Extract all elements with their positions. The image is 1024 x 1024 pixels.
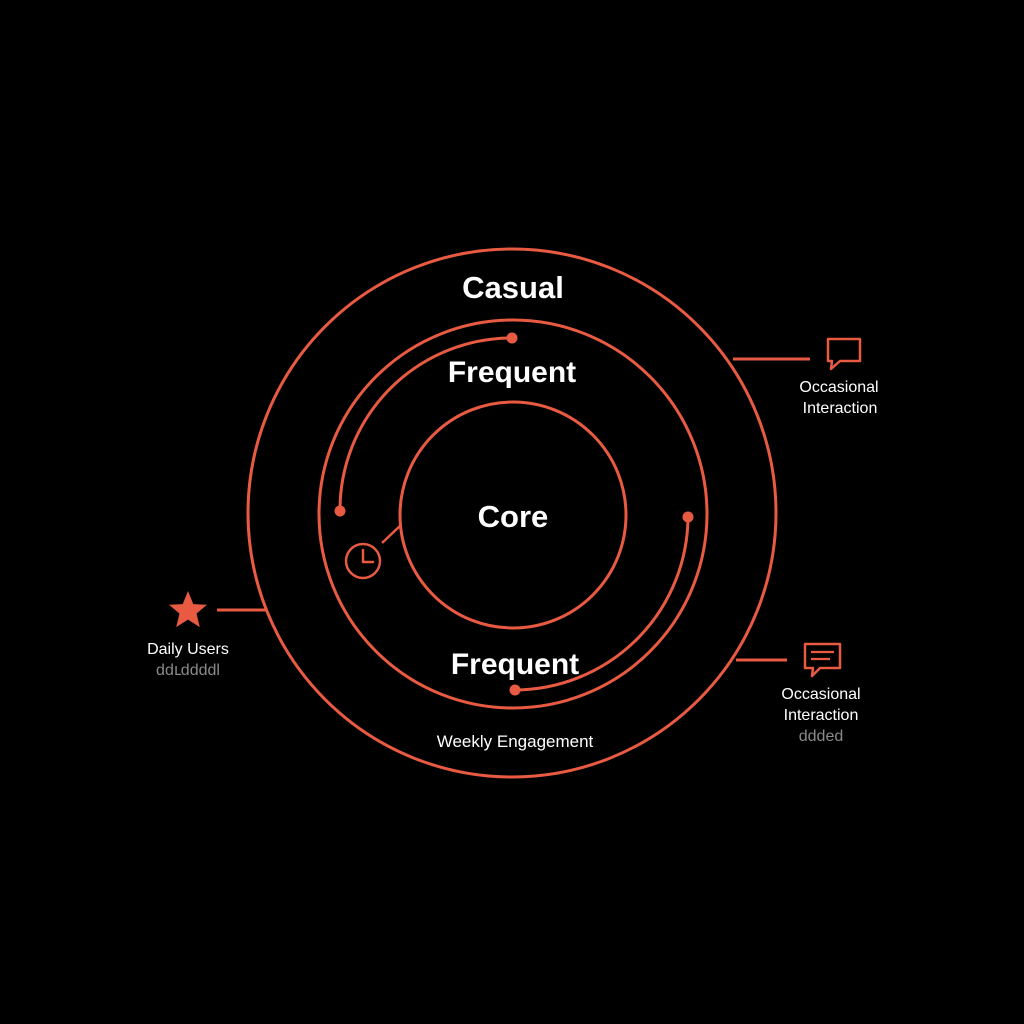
right-bottom-sublabel: ddded <box>799 728 844 745</box>
daily-users-sublabel: ddւddddl <box>156 662 220 679</box>
core-label: Core <box>478 499 549 534</box>
clock-connector <box>381 524 402 544</box>
right-bottom-label-line2: Interaction <box>784 707 859 724</box>
middle-ring <box>317 318 709 710</box>
left-arc-top-dot <box>506 332 518 344</box>
core-ring <box>398 400 628 630</box>
star-icon <box>169 591 207 628</box>
message-lines-icon <box>803 642 842 678</box>
right-top-label-line2: Interaction <box>803 400 878 417</box>
daily-users-label: Daily Users <box>147 641 229 658</box>
right-top-label-line1: Occasional <box>799 379 878 396</box>
left-arc-bottom-dot <box>334 505 346 517</box>
middle-ring-top-label: Frequent <box>448 356 576 389</box>
left-flow-arc <box>338 336 514 513</box>
clock-icon <box>344 542 382 580</box>
middle-ring-bottom-label: Frequent <box>451 648 579 681</box>
chat-bubble-icon <box>826 337 862 371</box>
right-arc-bottom-dot <box>509 684 521 696</box>
bottom-caption: Weekly Engagement <box>437 732 594 751</box>
right-bottom-label-line1: Occasional <box>781 686 860 703</box>
right-arc-top-dot <box>682 511 694 523</box>
outer-ring <box>246 247 778 779</box>
outer-ring-label: Casual <box>462 270 564 305</box>
right-flow-arc <box>513 515 690 692</box>
